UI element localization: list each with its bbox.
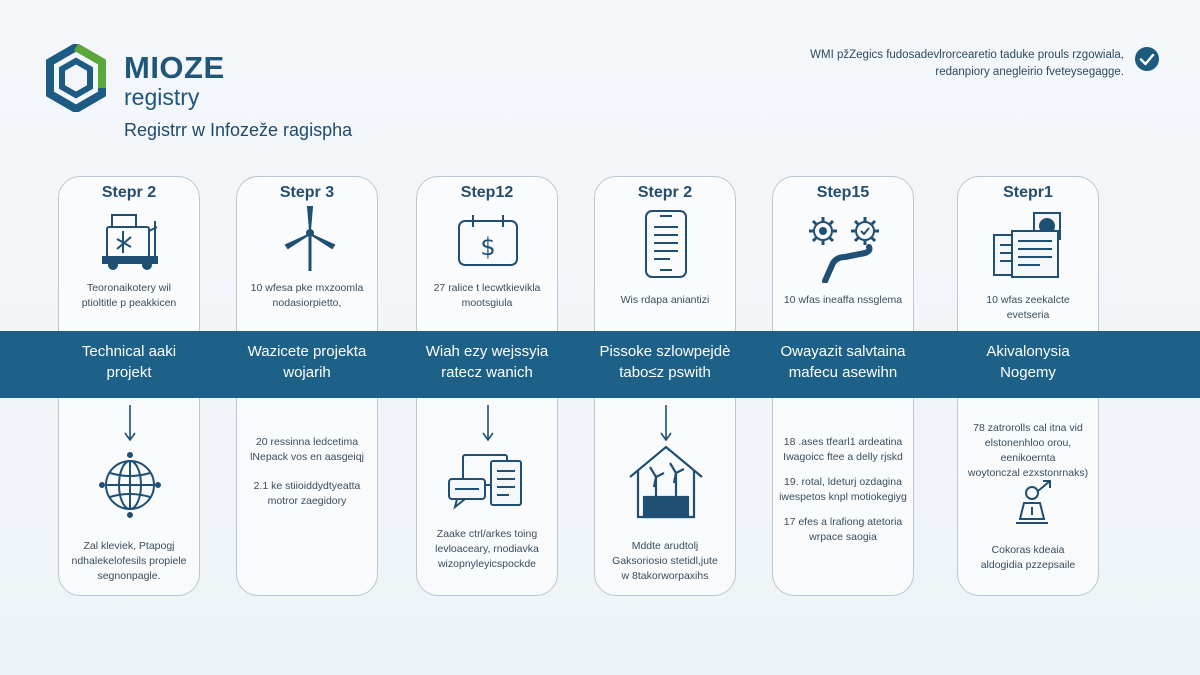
step-description: Teoronaikotery wil ptioltitle p peakkice… xyxy=(65,281,193,311)
svg-text:$: $ xyxy=(480,233,495,261)
machine-icon xyxy=(99,207,165,273)
text-line: Gaksoriosio stetidl,jute xyxy=(612,555,718,567)
text-line: iwespetos knpl motiokegiyg xyxy=(779,491,907,503)
band-label-line: projekt xyxy=(106,364,152,381)
documents-chat-icon xyxy=(447,451,527,511)
text-line: ptioltitle p peakkicen xyxy=(81,297,177,309)
text-line: w 8takorworpaxihs xyxy=(621,570,709,582)
step-title: Step15 xyxy=(816,184,870,201)
text-line: Mddte arudtolj xyxy=(631,540,699,552)
text-line: woytonczal ezxstonrnaks) xyxy=(967,467,1089,479)
step-title: Stepr 2 xyxy=(637,184,693,201)
text-line: 10 wfesa pke mxzoomla xyxy=(250,282,364,294)
text-line: 20 ressinna ledcetima xyxy=(255,436,359,448)
text-line: nodasiorpietto, xyxy=(272,297,342,309)
step-title: Stepr1 xyxy=(1003,184,1053,201)
text-line: Cokoras kdeaia xyxy=(991,544,1065,556)
logo-hexagon-icon xyxy=(46,42,106,114)
check-circle-icon xyxy=(1134,46,1160,72)
step-description: Wis rdapa aniantizi xyxy=(601,293,729,308)
band-label-line: Wazicete projekta xyxy=(247,343,367,360)
house-turbines-icon xyxy=(626,441,706,521)
band-label-line: Akivalonysia xyxy=(986,343,1070,360)
gears-hand-icon xyxy=(803,211,887,283)
header-note-line: WMI pžZegics fudosadevlrorcearetio taduk… xyxy=(810,49,1124,61)
step-details: 20 ressinna ledcetima lNepack vos en aas… xyxy=(243,435,371,509)
text-line: lNepack vos en aasgeiqj xyxy=(250,451,364,463)
band-label-line: Wiah ezy wejssyia xyxy=(425,343,549,360)
step-description: 10 wfesa pke mxzoomla nodasiorpietto, xyxy=(243,281,371,311)
band-label: Technical aaki projekt xyxy=(44,341,214,383)
band-label-line: Owayazit salvtaina xyxy=(780,343,906,360)
globe-icon xyxy=(96,451,164,519)
step-title: Stepr 2 xyxy=(101,184,157,201)
text-line: 19. rotal, ldeturj ozdagina xyxy=(784,476,902,488)
text-line: Teoronaikotery wil xyxy=(86,282,172,294)
text-line: Iwagoicc ftee a delly rjskd xyxy=(783,451,903,463)
text-line: wizopnyleyicspockde xyxy=(437,558,537,570)
step-description: 27 ralice t lecwtkievikla mootsgiula xyxy=(423,281,551,311)
text-line: 10 wfas zeekalcte evetseria xyxy=(986,294,1070,321)
band-label-line: Nogemy xyxy=(1000,364,1056,381)
process-band xyxy=(0,331,1200,398)
band-label: Owayazit salvtaina mafecu asewihn xyxy=(758,341,928,383)
arrow-down-icon xyxy=(658,405,674,443)
tagline: Registrr w Infozeže ragispha xyxy=(124,120,353,140)
brand-subtitle: registry xyxy=(124,84,200,110)
text-line: Zal kleviek, Ptapogj xyxy=(83,540,175,552)
band-label-line: tabo≤z pswith xyxy=(619,364,711,381)
band-label: Pissoke szlowpejdè tabo≤z pswith xyxy=(580,341,750,383)
text-line: segnonpagle. xyxy=(97,570,161,582)
text-line: mootsgiula xyxy=(461,297,513,309)
step-details: Mddte arudtolj Gaksoriosio stetidl,jute … xyxy=(601,539,729,584)
person-arrow-icon xyxy=(1008,477,1056,529)
band-label-line: wojarih xyxy=(283,364,331,381)
step-details: Cokoras kdeaia aldogidia pzzepsaile xyxy=(964,543,1092,573)
text-line: 17 efes a lrafiong atetoria xyxy=(783,516,903,528)
step-description: 10 wfas zeekalcte evetseria xyxy=(964,293,1092,323)
header-note-line: redanpiory anegleirio fveteysegagge. xyxy=(935,66,1124,78)
step-description: 10 wfas ineaffa nssglema xyxy=(779,293,907,308)
text-line: 27 ralice t lecwtkievikla xyxy=(433,282,541,294)
phone-document-icon xyxy=(642,207,690,281)
band-label-line: ratecz wanich xyxy=(441,364,533,381)
step-details: 78 zatrorolls cal itna vid elstonenhloo … xyxy=(964,421,1092,481)
arrow-down-icon xyxy=(122,405,138,443)
step-details: 18 .ases tfearl1 ardeatina Iwagoicc ftee… xyxy=(779,435,907,545)
arrow-down-icon xyxy=(480,405,496,443)
text-line: 78 zatrorolls cal itna vid xyxy=(973,422,1083,434)
text-line: elstonenhloo orou, eenikoernta xyxy=(984,437,1072,464)
band-label: Akivalonysia Nogemy xyxy=(943,341,1113,383)
band-label-line: mafecu asewihn xyxy=(788,364,898,381)
text-line: Wis rdapa aniantizi xyxy=(620,294,710,306)
text-line: Zaake ctrl/arkes toing xyxy=(436,528,538,540)
text-line: 10 wfas ineaffa nssglema xyxy=(783,294,903,306)
band-label: Wazicete projekta wojarih xyxy=(222,341,392,383)
step-title: Stepr 3 xyxy=(279,184,335,201)
text-line: wrpace saogia xyxy=(809,531,877,543)
band-label-line: Technical aaki xyxy=(81,343,177,360)
text-line: 18 .ases tfearl1 ardeatina xyxy=(783,436,903,448)
step-details: Zaake ctrl/arkes toing levloaceary, rnod… xyxy=(423,527,551,572)
text-line: motror zaegidory xyxy=(267,495,347,507)
text-line: levloaceary, rnodiavka xyxy=(435,543,539,555)
header-note: WMI pžZegics fudosadevlrorcearetio taduk… xyxy=(764,47,1124,81)
text-line: ndhalekelofesils propiele xyxy=(71,555,187,567)
band-label: Wiah ezy wejssyia ratecz wanich xyxy=(402,341,572,383)
step-title: Step12 xyxy=(460,184,514,201)
band-label-line: Pissoke szlowpejdè xyxy=(599,343,731,360)
step-details: Zal kleviek, Ptapogj ndhalekelofesils pr… xyxy=(65,539,193,584)
brand-name: MIOZE xyxy=(124,50,225,85)
wind-turbine-icon xyxy=(282,203,338,273)
certificate-documents-icon xyxy=(990,209,1064,281)
calendar-dollar-icon: $ xyxy=(455,211,521,269)
text-line: aldogidia pzzepsaile xyxy=(980,559,1076,571)
text-line: 2.1 ke stiioiddydtyeatta xyxy=(253,480,361,492)
